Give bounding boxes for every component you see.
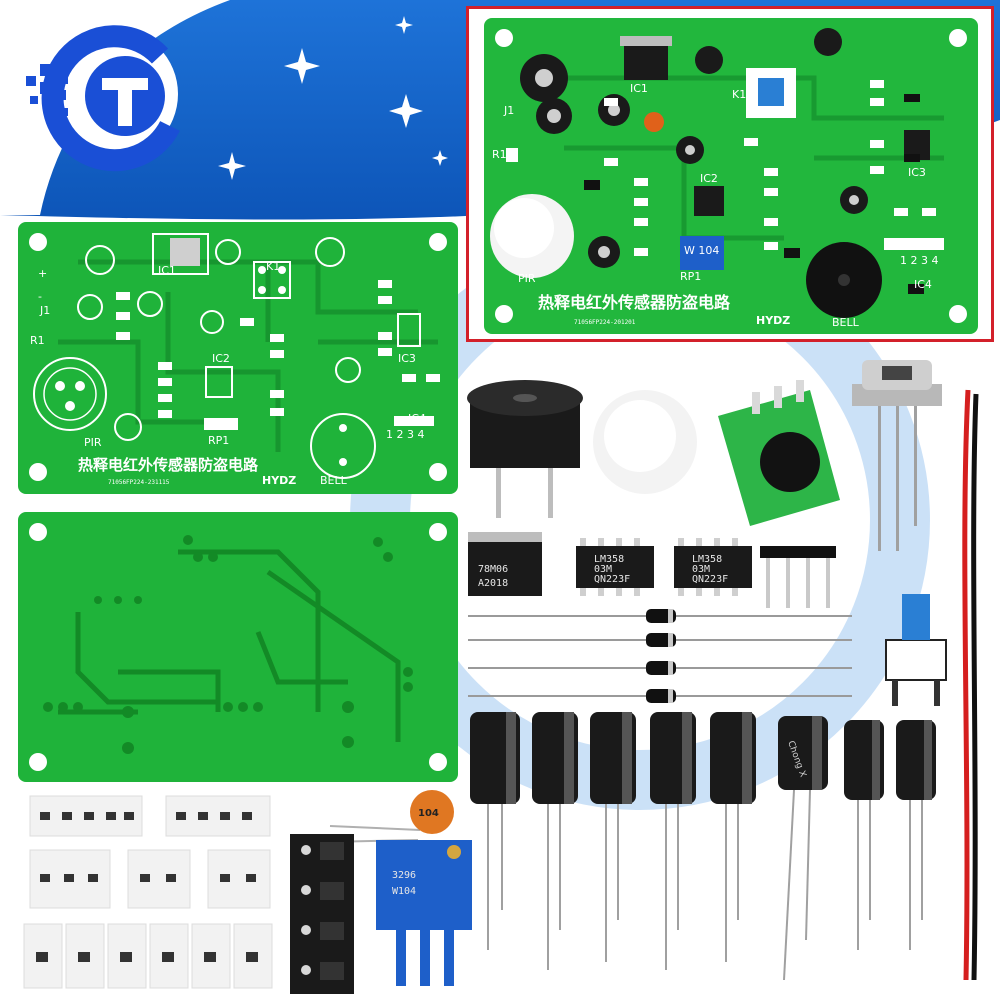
pin-header	[760, 546, 836, 608]
buzzer	[467, 380, 583, 518]
voltage-regulator: 78M06 A2018	[468, 532, 542, 596]
opamp1-text-2: 03M	[594, 564, 612, 575]
pcb-front: PIR IC1 IC2 IC3 IC4 RP1 K1 + - J1 R1 热释电红…	[18, 222, 458, 494]
power-wire	[962, 389, 979, 981]
svg-text:IC2: IC2	[212, 352, 230, 365]
opamp2-text-1: LM358	[692, 554, 722, 565]
sparkle-stars	[218, 16, 448, 180]
inset-board-serial: 71056FP224-201201	[574, 319, 636, 326]
regulator-text-1: 78M06	[478, 564, 508, 575]
inset-board-title: 热释电红外传感器防盗电路	[538, 293, 731, 312]
opamp-2: LM358 03M QN223F	[674, 538, 752, 596]
sound-module	[718, 380, 840, 526]
pir-lens	[593, 390, 697, 494]
smd-resistor-strips	[23, 795, 273, 989]
pcb-inset-assembled: W 104 PIR IC1 IC2 IC3 IC4 RP1 K1 J1 R1 热…	[484, 18, 978, 334]
svg-text:-: -	[38, 290, 42, 303]
ic4-pins: 1 2 3 4	[386, 428, 424, 441]
svg-text:IC3: IC3	[398, 352, 416, 365]
svg-text:IC2: IC2	[700, 172, 718, 185]
inset-rp1-label: RP1	[680, 270, 701, 283]
inset-trimmer-label: W 104	[684, 244, 719, 257]
pir-sensor	[852, 360, 942, 551]
board-serial: 71056FP224-231115	[108, 479, 170, 486]
opamp2-text-3: QN223F	[692, 574, 728, 585]
ceramic-cap-label: 104	[418, 808, 439, 819]
board-title: 热释电红外传感器防盗电路	[78, 456, 259, 474]
svg-text:K1: K1	[732, 88, 746, 101]
regulator-text-2: A2018	[478, 578, 508, 589]
opamp-1: LM358 03M QN223F	[576, 538, 654, 596]
svg-text:J1: J1	[39, 304, 50, 317]
opamp1-text-1: LM358	[594, 554, 624, 565]
svg-text:IC1: IC1	[630, 82, 648, 95]
electrolytic-capacitors: Chong X	[470, 712, 936, 981]
push-button	[885, 594, 947, 706]
brand-logo	[26, 25, 180, 172]
smd-parts: 104 3296 W104	[23, 790, 472, 994]
svg-text:IC4: IC4	[408, 412, 426, 425]
svg-text:RP1: RP1	[208, 434, 229, 447]
inset-ic4-pins: 1 2 3 4	[900, 254, 938, 267]
inset-brand: HYDZ	[756, 314, 790, 327]
diodes	[468, 609, 852, 703]
svg-text:K1: K1	[266, 260, 280, 273]
svg-text:J1: J1	[503, 104, 514, 117]
trimmer-text-2: W104	[392, 886, 416, 897]
svg-text:+: +	[38, 267, 47, 280]
opamp2-text-2: 03M	[692, 564, 710, 575]
svg-text:IC3: IC3	[908, 166, 926, 179]
opamp1-text-3: QN223F	[594, 574, 630, 585]
transistor-strip	[290, 834, 354, 994]
trimmer-potentiometer: 3296 W104	[376, 840, 472, 986]
component-kit: 78M06 A2018 LM358 03M QN223F LM358 03M Q…	[467, 360, 979, 981]
svg-text:IC1: IC1	[158, 264, 176, 277]
bell-label: BELL	[320, 474, 348, 487]
svg-text:PIR: PIR	[84, 436, 102, 449]
inset-bell-label: BELL	[832, 316, 860, 329]
pcb-back	[18, 512, 458, 782]
svg-text:R1: R1	[30, 334, 45, 347]
trimmer-text-1: 3296	[392, 870, 416, 881]
svg-text:PIR: PIR	[518, 272, 536, 285]
board-brand: HYDZ	[262, 474, 296, 487]
svg-text:IC4: IC4	[914, 278, 932, 291]
svg-text:R1: R1	[492, 148, 507, 161]
